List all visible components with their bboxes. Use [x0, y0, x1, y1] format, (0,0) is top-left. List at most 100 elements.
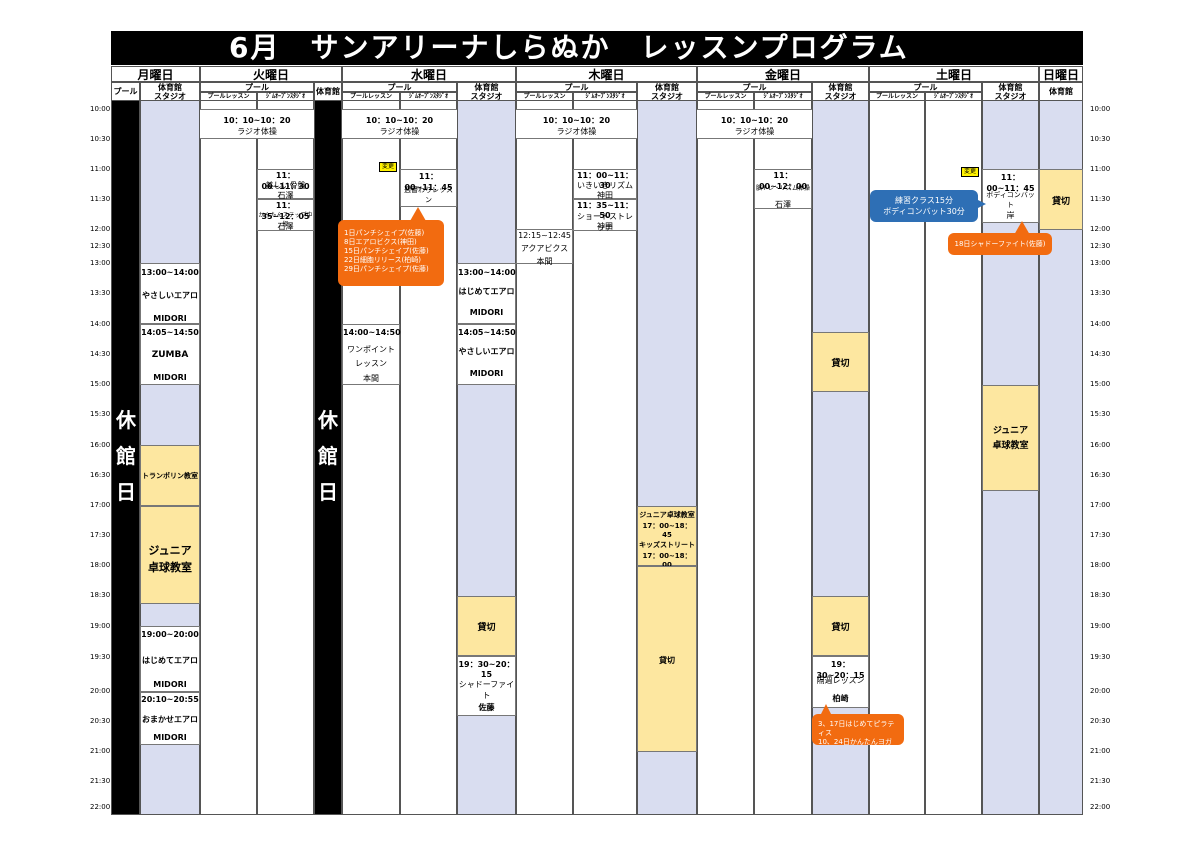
time-label: 10:00 [1090, 105, 1111, 113]
fri-reserved-2: 貸切 [812, 596, 869, 656]
change-badge: 変更 [961, 167, 980, 177]
time-label: 21:30 [1090, 777, 1111, 785]
thu-pool-header: プール [516, 82, 637, 92]
fri-radio-exercise: 10：10~10：20 ラジオ体操 [697, 109, 812, 139]
tue-lesson-2: 11：00~11：30 美しい骨盤 石澤 [257, 169, 314, 200]
time-label: 17:00 [90, 501, 111, 509]
mon-gym-header: 体育館スタジオ [140, 82, 200, 101]
lesson-name: はじめてエアロ [142, 656, 198, 665]
thu-reserved: 貸切 [637, 566, 697, 752]
lesson-time: 10：10~10：20 [223, 116, 291, 125]
tue-gym-header: 体育館 [314, 82, 342, 101]
tue-closed-label: 休館日 [313, 402, 343, 510]
lesson-time: 11：35~12：05 [261, 201, 310, 221]
lesson-time: 19：30~20：15 [816, 660, 865, 680]
studio-label: スタジオ [651, 92, 683, 101]
callout-line: 15日パンチシェイプ(佐藤) [344, 247, 429, 255]
thu-lesson-3: 11：35~11：50 ショートストレッチ 神田 [573, 199, 637, 232]
lesson-instructor: MIDORI [153, 680, 187, 689]
callout-line: 29日パンチシェイプ(佐藤) [344, 265, 429, 273]
lesson-name: 脳トレ・リズム体操 [755, 185, 810, 192]
lesson-name: 貸切 [831, 359, 850, 369]
day-header-fri: 金曜日 [697, 66, 869, 82]
lesson-time: 11：35~11：50 [576, 201, 634, 220]
wed-gym-header: 体育館スタジオ [457, 82, 516, 101]
mon-lesson-1: 13:00~14:00 やさしいエアロ MIDORI [140, 263, 200, 324]
closed-char: 館 [116, 444, 136, 468]
time-label: 14:00 [90, 320, 111, 328]
callout-line: 練習クラス15分 [894, 196, 954, 205]
lesson-name: ジュニア卓球教室 [639, 511, 695, 519]
closed-char: 休 [116, 408, 136, 432]
time-label: 15:00 [90, 380, 111, 388]
lesson-name: 貸切 [659, 656, 675, 665]
mon-lesson-5: 19:00~20:00 はじめてエアロ MIDORI [140, 626, 200, 692]
day-header-mon: 月曜日 [111, 66, 200, 82]
callout-pointer [820, 704, 832, 716]
lesson-name: シャドーファイト [458, 680, 515, 700]
lesson-time: 11：00~11：30 [576, 171, 634, 190]
closed-char: 館 [318, 444, 338, 468]
studio-label: スタジオ [824, 92, 857, 101]
time-label: 18:00 [1090, 561, 1111, 569]
fri-biweekly-callout: 3、17日はじめてピラティス 10、24日かんたんヨガ [812, 714, 904, 746]
thu-aquabics: 12:15~12:45 アクアビクス 本間 [516, 229, 573, 266]
time-label: 15:30 [90, 410, 111, 418]
time-label: 13:00 [90, 259, 111, 267]
tue-pool-lesson-column [200, 101, 257, 815]
tue-pool-lesson-header: プールレッスン [200, 92, 257, 101]
callout-line: 1日パンチシェイプ(佐藤) [344, 229, 425, 237]
day-header-thu: 木曜日 [516, 66, 697, 82]
lesson-time: 14:05~14:50 [458, 328, 516, 337]
gym-label: 体育館 [828, 83, 853, 92]
studio-label: スタジオ [154, 92, 186, 101]
studio-label: スタジオ [470, 92, 503, 101]
tue-radio-exercise: 10：10~10：20 ラジオ体操 [200, 109, 314, 139]
tue-lesson-3: 11：35~12：05 かんたんステップ中級 石澤 [257, 199, 314, 231]
sat-gym-open-header: ｼﾞﾑｵｰﾌﾟﾝｽﾀｼﾞｵ [925, 92, 982, 101]
lesson-instructor: 神田 [597, 191, 613, 200]
tue-pool-header: プール [200, 82, 314, 92]
lesson-name: ボディコンバット [986, 191, 1035, 209]
time-label: 12:00 [90, 225, 111, 233]
time-label: 18:30 [1090, 591, 1111, 599]
lesson-name: 貸切 [831, 623, 850, 633]
lesson-instructor: MIDORI [469, 369, 504, 378]
time-label: 12:30 [1090, 242, 1111, 250]
lesson-name: 週替わりレッスン [404, 186, 453, 204]
lesson-time: 14:05~14:50 [141, 328, 199, 337]
closed-char: 日 [318, 480, 338, 504]
lesson-instructor: 柏崎 [832, 694, 849, 703]
lesson-name: いきいきリズム [577, 181, 633, 190]
mon-lesson-2: 14:05~14:50 ZUMBA MIDORI [140, 324, 200, 385]
lesson-time: 14:00~14:50 [343, 328, 401, 337]
change-badge: 変更 [379, 162, 398, 172]
time-label: 22:00 [1090, 803, 1111, 811]
time-label: 10:00 [90, 105, 111, 113]
mon-pool-column [111, 101, 140, 815]
thu-junior-kids: ジュニア卓球教室 17：00~18：45 キッズストリート 17：00~18：0… [637, 506, 697, 569]
fri-pool-lesson-column [697, 101, 754, 815]
mon-lesson-6: 20:10~20:55 おまかせエアロ MIDORI [140, 692, 200, 745]
lesson-instructor: 佐藤 [478, 703, 495, 712]
lesson-name: ラジオ体操 [379, 127, 420, 136]
lesson-name: ZUMBA [151, 350, 189, 360]
time-label: 20:30 [90, 717, 111, 725]
callout-pointer [1014, 221, 1030, 235]
time-label: 19:00 [90, 622, 111, 630]
lesson-name: やさしいエアロ [142, 291, 198, 300]
lesson-time: 13:00~14:00 [458, 268, 516, 277]
callout-pointer [974, 198, 986, 210]
thu-pool-lesson-column [516, 101, 573, 815]
thu-gym-header: 体育館スタジオ [637, 82, 697, 101]
fri-biweekly-lesson: 19：30~20：15 隔週レッスン 柏崎 [812, 656, 869, 708]
mon-trampoline: トランポリン教室 [140, 445, 200, 506]
time-label: 11:00 [1090, 165, 1111, 173]
callout-line: 22日細胞リリース(柏崎) [344, 256, 422, 264]
time-label: 20:00 [1090, 687, 1111, 695]
tue-gym-open-header: ｼﾞﾑｵｰﾌﾟﾝｽﾀｼﾞｵ [257, 92, 314, 101]
time-label: 10:30 [1090, 135, 1111, 143]
callout-line: 3、17日はじめてピラティス [818, 720, 895, 737]
lesson-instructor: 石澤 [277, 191, 294, 200]
time-label: 12:00 [1090, 225, 1111, 233]
